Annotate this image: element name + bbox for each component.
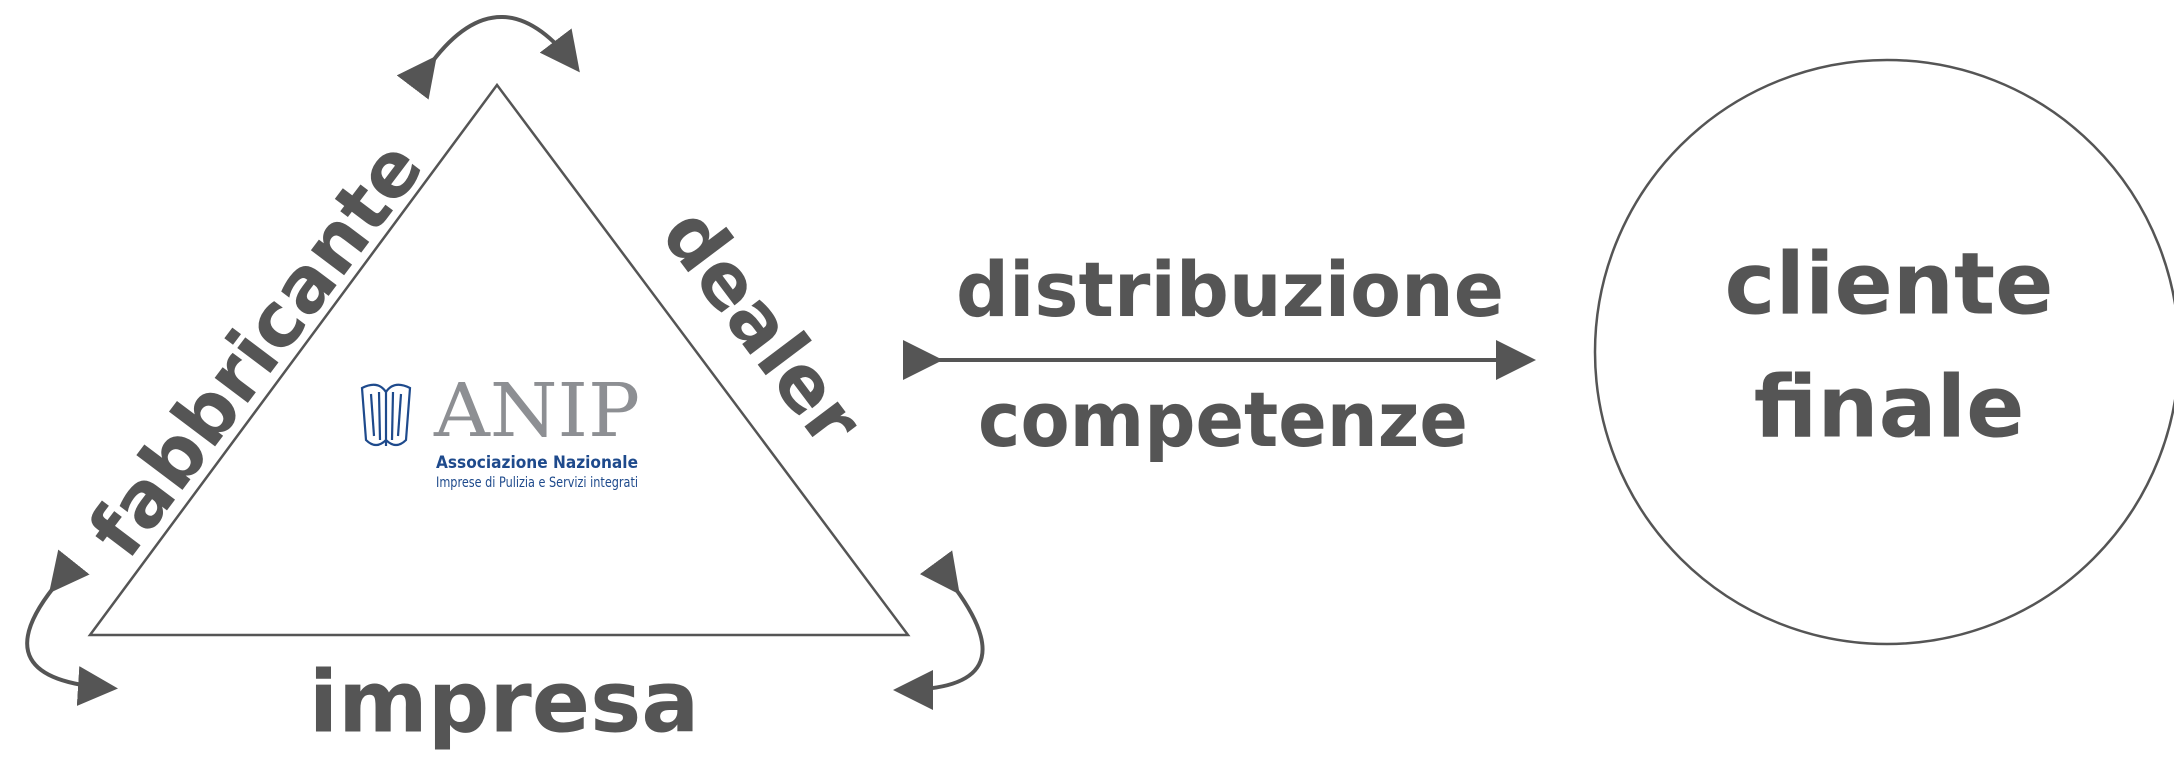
impresa-label: impresa: [309, 652, 700, 752]
finale-label: finale: [1754, 357, 2025, 457]
cliente-label: cliente: [1725, 234, 2054, 334]
logo-wordmark: ANIP: [433, 368, 640, 454]
logo-subtitle-2: Imprese di Pulizia e Servizi integrati: [436, 475, 638, 491]
anip-logo: ANIP Associazione Nazionale Imprese di P…: [360, 368, 640, 491]
distribuzione-label: distribuzione: [956, 245, 1504, 334]
right-cycle-arrow: [893, 550, 985, 710]
fabbricante-label: fabbricante: [71, 124, 440, 573]
top-cycle-arrow: [396, 15, 580, 100]
triangle-shape: [87, 82, 911, 637]
eagle-emblem-icon: [360, 383, 412, 447]
competenze-label: competenze: [978, 375, 1468, 464]
logo-subtitle-1: Associazione Nazionale: [436, 453, 638, 473]
left-cycle-arrow: [25, 549, 118, 706]
dealer-label: dealer: [645, 191, 880, 462]
cliente-finale-circle: [1593, 58, 2174, 646]
